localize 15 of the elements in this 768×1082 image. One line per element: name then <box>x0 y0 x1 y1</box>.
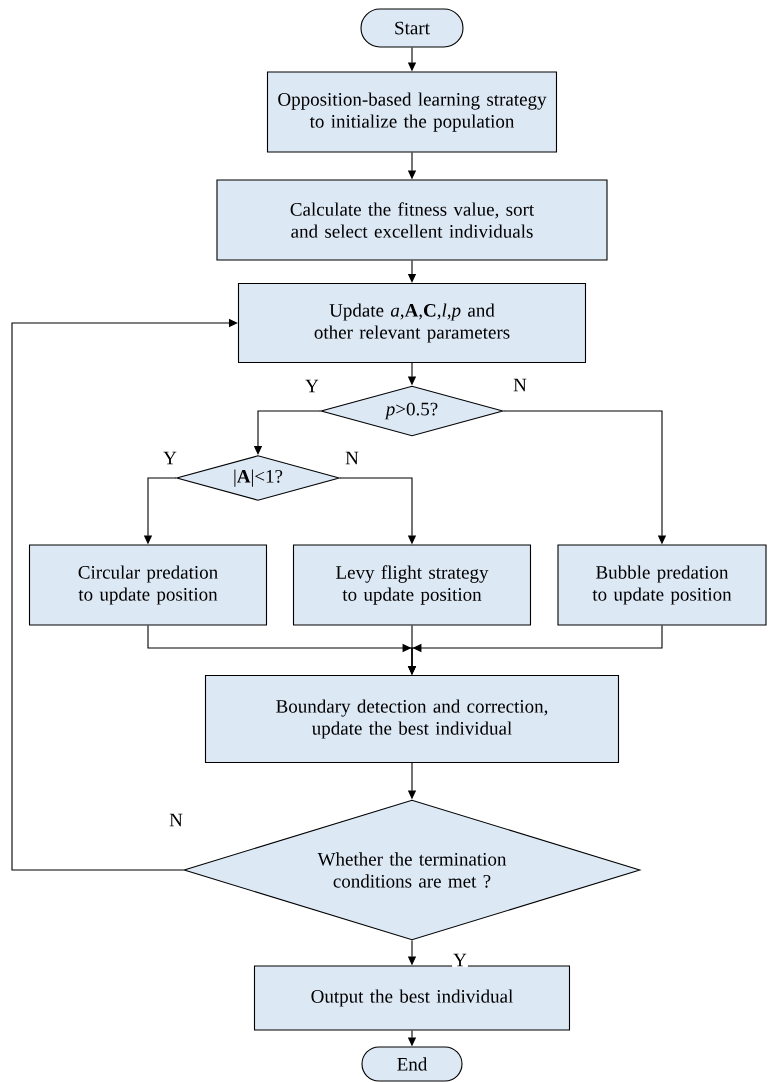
process-box: Calculate the fitness value, sort and select excellent individuals <box>216 179 608 261</box>
edge-label: Y <box>452 952 468 968</box>
process-box: Circular predation to update position <box>28 544 268 626</box>
edge-label: N <box>344 450 360 466</box>
process-box: Bubble predation to update position <box>557 544 767 626</box>
arrow <box>11 318 238 871</box>
process-box: Opposition-based learning strategy to initialize the population <box>266 71 558 153</box>
edge-label: N <box>512 377 528 393</box>
terminal-box: Start <box>360 8 464 48</box>
process-box: Update a,A,C,l,p and other relevant parameters <box>237 282 587 364</box>
terminal-box: End <box>361 1046 463 1082</box>
edge-label: N <box>168 812 184 828</box>
edge-label: Y <box>304 378 320 394</box>
process-box: Boundary detection and correction, update the best individual <box>204 674 620 764</box>
process-box: Levy flight strategy to update position <box>292 544 532 626</box>
